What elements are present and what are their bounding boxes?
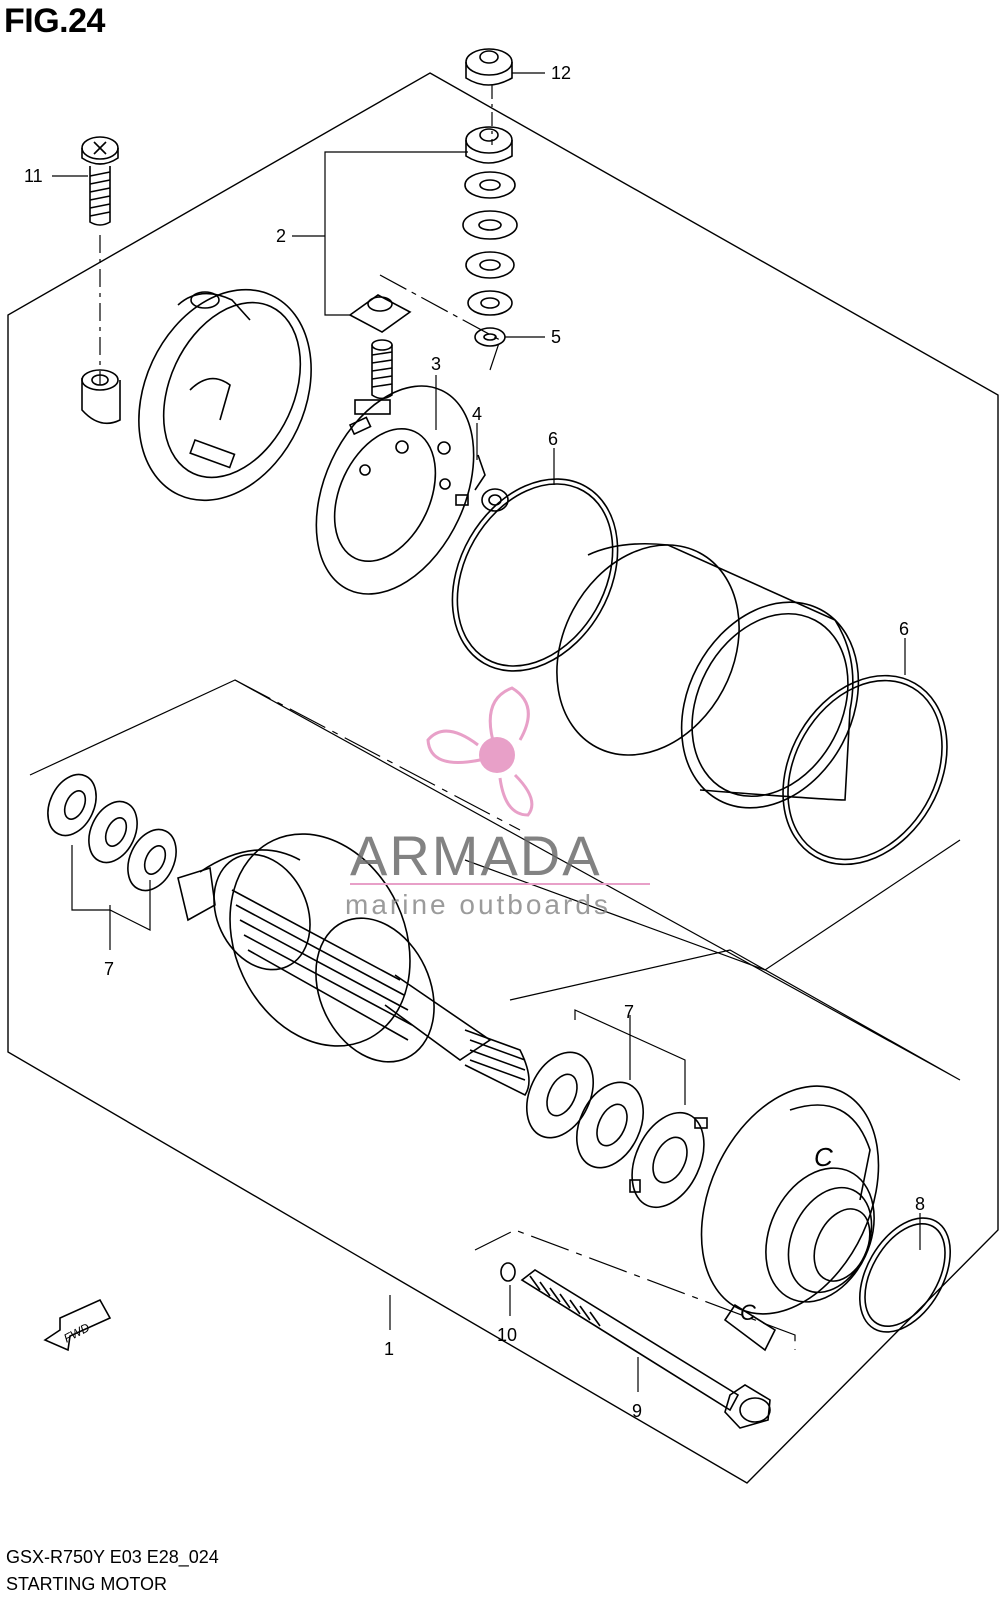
terminal-insulator bbox=[348, 294, 412, 333]
o-ring-part-10 bbox=[500, 1262, 516, 1282]
watermark-brand: ARMADA bbox=[350, 824, 602, 887]
front-cover bbox=[700, 1085, 880, 1352]
model-code: GSX-R750Y E03 E28_024 bbox=[6, 1547, 219, 1567]
cover-mark-top: C bbox=[814, 1142, 833, 1172]
callout-bracket-7-left bbox=[71, 845, 151, 931]
callout-9: 9 bbox=[632, 1401, 642, 1421]
callout-6-upper: 6 bbox=[548, 429, 558, 449]
callout-10: 10 bbox=[497, 1325, 517, 1345]
callout-7-right: 7 bbox=[624, 1002, 634, 1022]
figure-title: FIG.24 bbox=[4, 2, 105, 40]
armature-group-frame bbox=[29, 679, 961, 1081]
washer-set-part-7-left bbox=[47, 773, 177, 892]
callout-leaders bbox=[52, 72, 921, 1392]
callout-bracket-2 bbox=[324, 151, 468, 316]
propeller-logo-icon bbox=[426, 686, 534, 817]
callout-4: 4 bbox=[472, 404, 482, 424]
washer-set-part-7-right bbox=[526, 1051, 708, 1209]
armature bbox=[177, 833, 530, 1097]
terminal-nut-stack bbox=[462, 48, 518, 347]
forward-arrow: FWD bbox=[43, 1298, 112, 1352]
callout-2: 2 bbox=[276, 226, 286, 246]
cover-mark-bottom: C bbox=[740, 1300, 756, 1325]
brush-spring-part-4 bbox=[455, 454, 509, 512]
armada-watermark: ARMADA marine outboards bbox=[345, 686, 650, 920]
diagram-name: STARTING MOTOR bbox=[6, 1574, 168, 1594]
callout-7-left: 7 bbox=[104, 959, 114, 979]
brush-plate-part-3 bbox=[315, 339, 475, 595]
through-bolt-frame bbox=[474, 1229, 796, 1350]
o-ring-part-8 bbox=[858, 1217, 952, 1333]
callout-8: 8 bbox=[915, 1194, 925, 1214]
watermark-tagline: marine outboards bbox=[345, 889, 611, 920]
yoke-group-frame bbox=[464, 839, 961, 971]
rear-cover bbox=[81, 288, 312, 502]
assembly-frame bbox=[7, 72, 999, 1484]
callout-3: 3 bbox=[431, 354, 441, 374]
callout-12: 12 bbox=[551, 63, 571, 83]
yoke-housing bbox=[556, 543, 860, 809]
callout-6-lower: 6 bbox=[899, 619, 909, 639]
o-ring-part-6-upper bbox=[451, 478, 619, 672]
callout-1: 1 bbox=[384, 1339, 394, 1359]
callout-5: 5 bbox=[551, 327, 561, 347]
bolt-part-11 bbox=[81, 136, 119, 226]
o-ring-part-6-lower bbox=[782, 674, 948, 866]
callout-11: 11 bbox=[24, 166, 43, 186]
through-bolt-part-9 bbox=[520, 1269, 771, 1429]
